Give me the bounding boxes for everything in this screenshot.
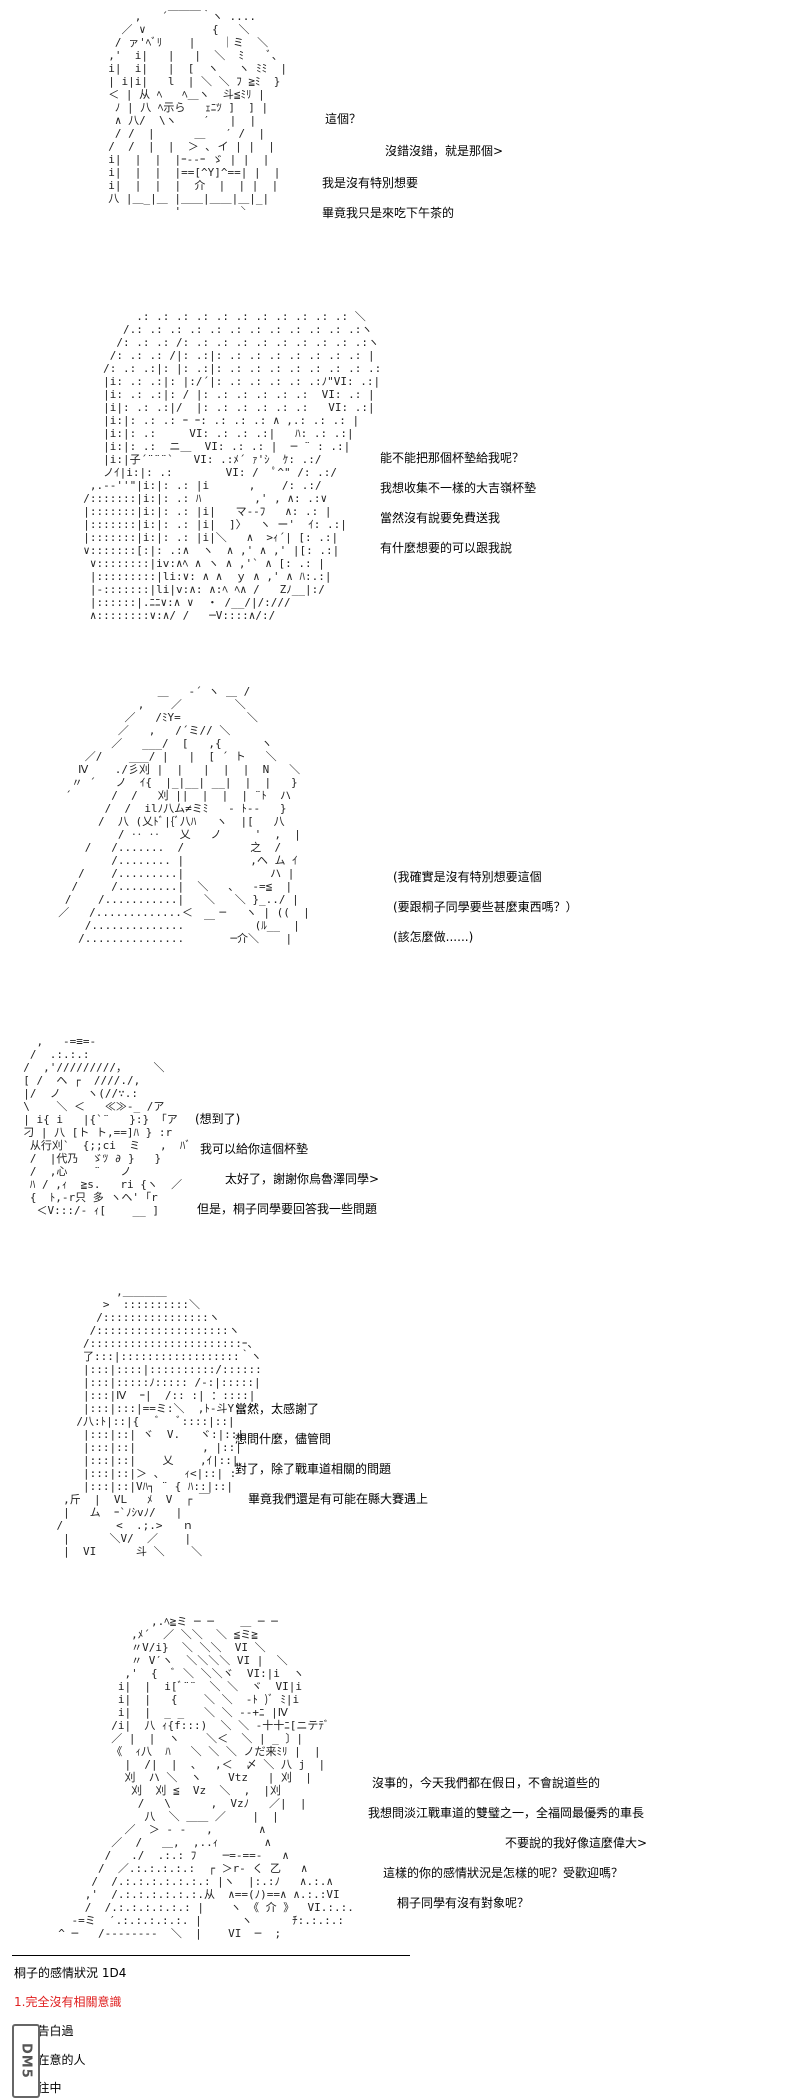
dialogue-line: 我想收集不一樣的大吉嶺杯墊	[380, 481, 537, 495]
dialogue-line: 我是沒有特別想要	[322, 176, 419, 190]
dialogue-line: 桐子同學有沒有對象呢？	[397, 1896, 530, 1910]
roll-title: 桐子的感情狀況 1D4	[14, 1966, 127, 1980]
dialogue-line: 我可以給你這個杯墊	[200, 1142, 309, 1156]
watermark-logo: DM5	[12, 2024, 40, 2098]
dialogue-line: 但是，桐子同學要回答我一些問題	[197, 1202, 378, 1216]
ascii-art-figure-3: ＿ ‐´ ヽ ＿ / , ／ ＼ ／ /ﾐY= ＼ ／ , /´ミ// ＼ ／ …	[58, 685, 310, 945]
dialogue-line: 這個？	[325, 112, 362, 126]
panel-5: ,＿＿＿＿ > ::::::::::＼ /::::::::::::::::ヽ /…	[0, 1285, 800, 1615]
ascii-art-figure-4: , -=≡=- / .:.:.: / ,'/////////， ＼ [ / ヘ …	[23, 1035, 191, 1217]
dialogue-line: 太好了，謝謝你烏魯澤同學>	[225, 1172, 380, 1186]
panel-3: ＿ ‐´ ヽ ＿ / , ／ ＼ ／ /ﾐY= ＼ ／ , /´ミ// ＼ ／ …	[0, 685, 800, 1015]
ascii-art-figure-5: ,＿＿＿＿ > ::::::::::＼ /::::::::::::::::ヽ /…	[56, 1285, 260, 1558]
dialogue-line: 畢竟我們還是有可能在縣大賽遇上	[248, 1492, 429, 1506]
dialogue-line: 沒事的，今天我們都在假日，不會說道些的	[372, 1776, 601, 1790]
dialogue-line: (要跟桐子同學要些甚麼東西嗎？）	[393, 900, 578, 914]
dialogue-line: 沒錯沒錯，就是那個>	[385, 144, 504, 158]
dialogue-line: 當然沒有說要免費送我	[380, 511, 501, 525]
section-divider	[12, 1955, 410, 1956]
dialogue-line: 不要說的我好像這麼偉大>	[505, 1836, 648, 1850]
dialogue-line: 畢竟我只是來吃下午茶的	[322, 206, 455, 220]
dialogue-line: 我想問淡江戰車道的雙璧之一，全福岡最優秀的車長	[368, 1806, 645, 1820]
dialogue-line: 對了，除了戰車道相關的問題	[235, 1462, 392, 1476]
dialogue-line: (該怎麼做......)	[393, 930, 474, 944]
roll-option-selected: 1.完全沒有相關意識	[14, 1995, 122, 2009]
dialogue-line: 有什麼想要的可以跟我說	[380, 541, 513, 555]
dialogue-line: 當然，太感謝了	[235, 1402, 320, 1416]
dialogue-line: (想到了)	[195, 1112, 241, 1126]
panel-2: .: .: .: .: .: .: .: .: .: .: .: ＼ /.: .…	[0, 310, 800, 660]
panel-1: , ´￣￣￣｀ヽ .... ／ ∨ { ＼ / ァ'ﾍﾞﾘ | ｜ミ ＼ ,' …	[0, 0, 800, 220]
dialogue-line: 這樣的你的感情狀況是怎樣的呢？受歡迎嗎？	[383, 1866, 624, 1880]
panel-6: ,.ﾍ≧ミ ─ ─ ＿ ─ ─ ,ﾒ´ ／ ＼＼ ＼ ≦ミ≧ 〃V/i} ＼ ＼…	[0, 1615, 800, 1955]
ascii-art-figure-6: ,.ﾍ≧ミ ─ ─ ＿ ─ ─ ,ﾒ´ ／ ＼＼ ＼ ≦ミ≧ 〃V/i} ＼ ＼…	[58, 1615, 354, 1940]
dialogue-line: 能不能把那個杯墊給我呢？	[380, 451, 525, 465]
panel-4: , -=≡=- / .:.:.: / ,'/////////， ＼ [ / ヘ …	[0, 1035, 800, 1265]
dialogue-line: 想問什麼，儘管問	[235, 1432, 332, 1446]
watermark-text: DM5	[18, 2043, 34, 2079]
ascii-art-figure-2: .: .: .: .: .: .: .: .: .: .: .: ＼ /.: .…	[83, 310, 380, 622]
ascii-art-figure-1: , ´￣￣￣｀ヽ .... ／ ∨ { ＼ / ァ'ﾍﾞﾘ | ｜ミ ＼ ,' …	[108, 10, 287, 210]
dialogue-line: (我確實是沒有特別想要這個	[393, 870, 542, 884]
